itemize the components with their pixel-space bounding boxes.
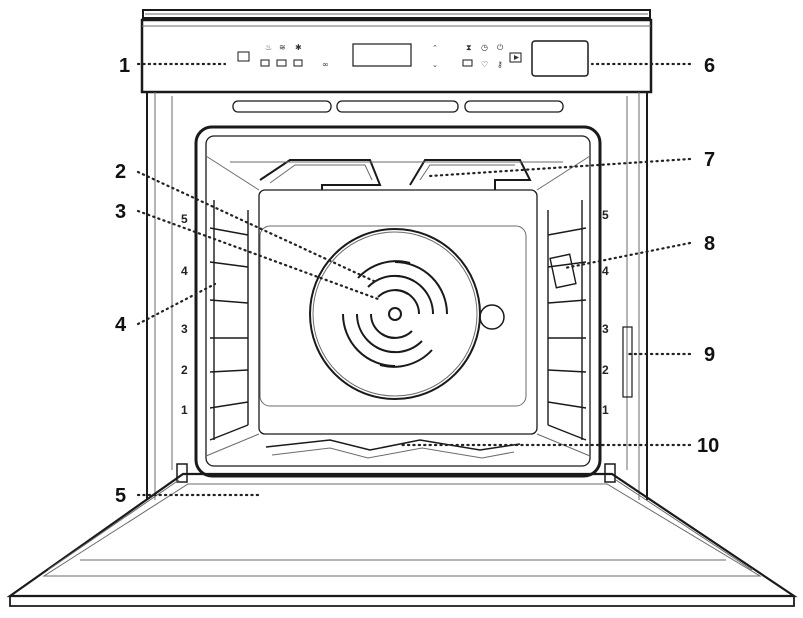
callout-7: 7 [704, 149, 715, 171]
flame-icon: ♨ [265, 43, 272, 52]
callout-9: 9 [704, 344, 715, 366]
rating-plate [549, 253, 577, 289]
oven-frame [146, 92, 648, 500]
shelf-level-left: 4 [181, 264, 188, 278]
shelf-level-left: 1 [181, 403, 188, 417]
callout-1: 1 [119, 55, 130, 77]
control-panel: ♨ ≋ ✱ ∞ ⌃ ⌄ ⧗ ◷ ⏻ ♡ ⚷ [140, 18, 653, 94]
shelf-level-right: 5 [602, 208, 609, 222]
callouts: 1 2 3 4 5 6 7 8 9 10 [115, 55, 719, 507]
fan-icon: ✱ [295, 43, 302, 52]
arrow-up-icon: ⌃ [432, 44, 438, 52]
display-window [352, 43, 412, 67]
selector-knob [531, 40, 589, 77]
callout-8: 8 [704, 233, 715, 255]
oven-door [6, 472, 798, 607]
fan-blades [342, 260, 448, 368]
callout-5: 5 [115, 485, 126, 507]
left-shelf-guides [209, 200, 249, 441]
temperature-icon: ∞ [322, 60, 329, 69]
shelf-level-right: 2 [602, 363, 609, 377]
shelf-level-right: 1 [602, 403, 609, 417]
right-control-icons: ⌃ ⌄ ⧗ ◷ ⏻ ♡ ⚷ [432, 43, 522, 69]
callout-2: 2 [115, 161, 126, 183]
left-control-icons: ♨ ≋ ✱ ∞ [237, 43, 329, 69]
oven-cavity [194, 125, 602, 478]
arrow-down-icon: ⌄ [432, 61, 438, 69]
callout-10: 10 [697, 435, 719, 457]
top-heating-element [230, 159, 563, 190]
right-shelf-guides [547, 200, 587, 441]
shelf-level-right: 4 [602, 264, 609, 278]
timer-icon: ⧗ [466, 43, 472, 52]
shelf-level-labels-left: 5 4 3 2 1 [181, 212, 188, 417]
oven-light [479, 304, 505, 330]
shelf-level-left: 3 [181, 322, 188, 336]
shelf-level-left: 5 [181, 212, 188, 226]
callout-6: 6 [704, 55, 715, 77]
top-trim [142, 9, 651, 19]
bottom-heating-element [265, 439, 521, 459]
grill-icon: ≋ [279, 43, 286, 52]
callout-4: 4 [115, 314, 127, 336]
key-icon: ⚷ [497, 60, 503, 69]
door-seal-strip [622, 326, 633, 398]
shelf-level-labels-right: 5 4 3 2 1 [602, 208, 609, 417]
power-icon: ⏻ [497, 43, 504, 52]
heart-icon: ♡ [481, 60, 488, 69]
shelf-level-left: 2 [181, 363, 188, 377]
leader-lines [136, 62, 692, 497]
callout-3: 3 [115, 201, 126, 223]
clock-icon: ◷ [481, 43, 488, 52]
shelf-level-right: 3 [602, 322, 609, 336]
fan-cover [309, 228, 505, 400]
